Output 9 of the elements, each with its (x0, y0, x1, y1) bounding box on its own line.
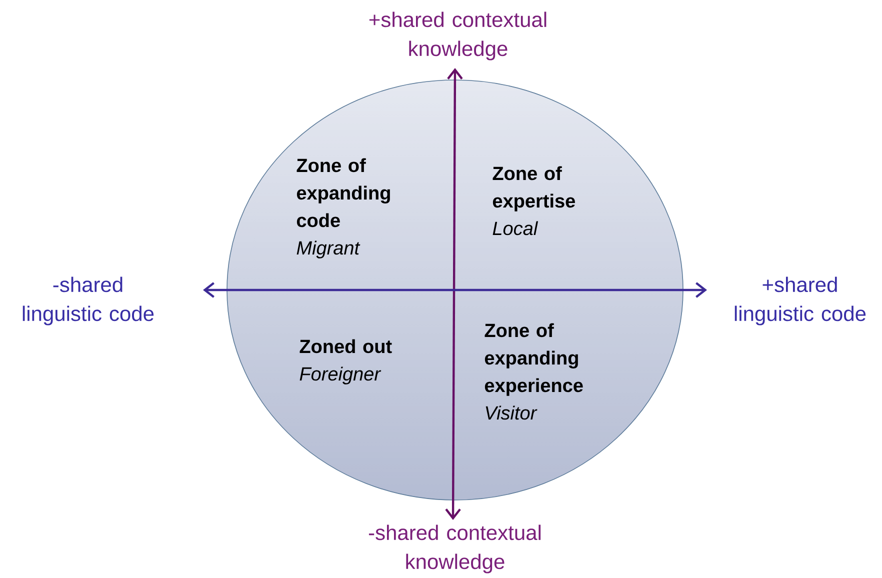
quadrant-label: Zone of expanding code Migrant (296, 158, 390, 258)
quadrant-label: Zoned out Foreigner (300, 339, 392, 384)
ellipse (226, 80, 684, 500)
axis-label: +shared linguistic code (734, 276, 866, 326)
quadrant-label: Zone of expertise Local (492, 166, 575, 236)
axis-label: +shared contextual knowledge (369, 12, 546, 60)
axis-label: -shared linguistic code (22, 276, 154, 326)
axis-label: -shared contextual knowledge (368, 524, 541, 574)
quadrant-label: Zone of expanding experience Visitor (484, 323, 583, 420)
